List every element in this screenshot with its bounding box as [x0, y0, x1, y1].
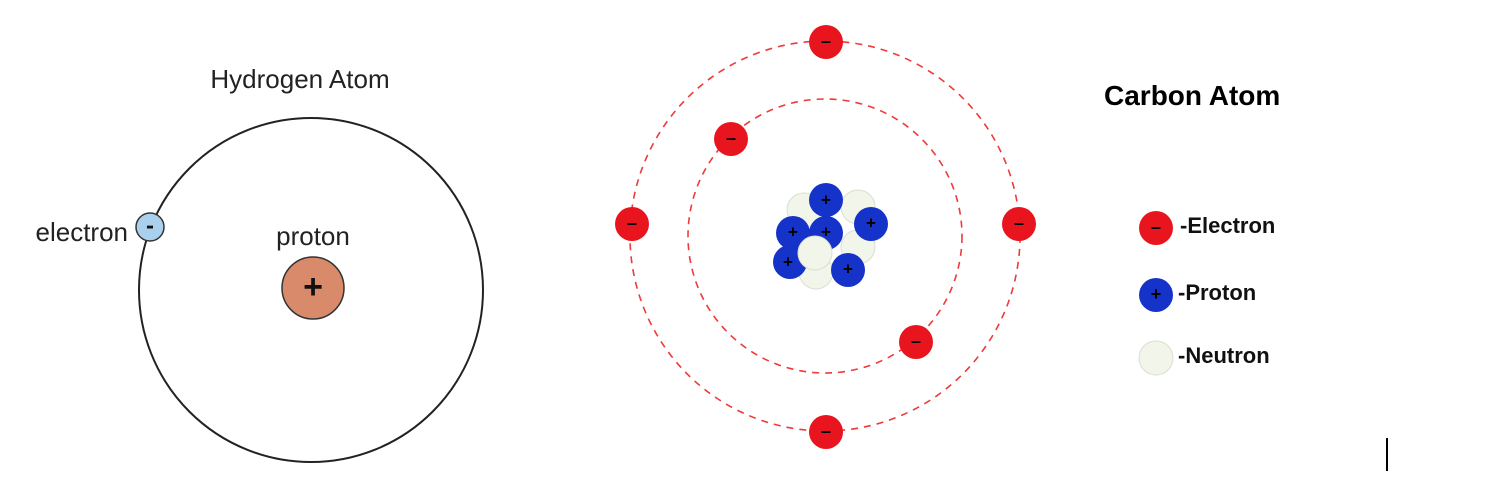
hydrogen-electron-circle [135, 212, 165, 242]
legend-neutron-label: -Neutron [1178, 343, 1270, 368]
carbon-electron: – [714, 122, 748, 156]
proton: + [831, 253, 865, 287]
carbon-electron: – [1002, 207, 1036, 241]
hydrogen-electron-sign: - [146, 213, 154, 240]
legend-item-electron: – -Electron [1139, 211, 1275, 245]
carbon-nucleus: + + + + + + [773, 183, 888, 290]
electron-sign: – [821, 421, 831, 441]
proton-sign: + [783, 253, 793, 272]
carbon-atom: + + + + + + [615, 25, 1280, 449]
proton-circle [809, 183, 843, 217]
legend-electron-label: -Electron [1180, 213, 1275, 238]
legend-item-proton: + -Proton [1139, 278, 1256, 312]
carbon-inner-orbit [687, 98, 963, 374]
electron-circle [615, 207, 649, 241]
text-cursor [1386, 438, 1388, 471]
carbon-electron: – [809, 415, 843, 449]
legend-electron-swatch [1139, 211, 1173, 245]
legend-proton-label: -Proton [1178, 280, 1256, 305]
proton-sign: + [821, 223, 831, 242]
legend: – -Electron + -Proton -Neutron [1138, 211, 1275, 376]
proton-label: proton [276, 221, 350, 251]
proton: + [809, 183, 843, 217]
electron-sign: – [627, 213, 637, 233]
legend-electron-sign: – [1151, 217, 1161, 237]
proton: + [854, 207, 888, 241]
legend-neutron-swatch [1138, 340, 1174, 376]
proton-sign: + [821, 191, 831, 210]
electron-sign: – [821, 31, 831, 51]
electron-sign: – [726, 128, 736, 148]
electron-sign: – [911, 331, 921, 351]
electron-label: electron [36, 217, 129, 247]
hydrogen-atom: Hydrogen Atom - electron proton + [36, 64, 484, 463]
electron-circle [714, 122, 748, 156]
hydrogen-orbit [138, 117, 484, 463]
carbon-electron: – [899, 325, 933, 359]
legend-proton-sign: + [1151, 284, 1162, 304]
hydrogen-proton-circle [281, 256, 345, 320]
proton-sign: + [788, 223, 798, 242]
legend-proton-swatch [1139, 278, 1173, 312]
proton: + [776, 216, 810, 250]
proton-sign: + [866, 214, 876, 233]
electron-sign: – [1014, 213, 1024, 233]
proton-sign: + [843, 260, 853, 279]
hydrogen-proton: + [281, 256, 345, 320]
hydrogen-title: Hydrogen Atom [210, 64, 389, 94]
carbon-title: Carbon Atom [1104, 80, 1280, 111]
proton-circle [854, 207, 888, 241]
proton-circle [776, 216, 810, 250]
electron-circle [1002, 207, 1036, 241]
proton-circle [831, 253, 865, 287]
carbon-electron: – [809, 25, 843, 59]
electron-circle [809, 415, 843, 449]
hydrogen-proton-sign: + [303, 268, 323, 306]
neutron [797, 235, 833, 271]
carbon-electron: – [615, 207, 649, 241]
legend-item-neutron: -Neutron [1138, 340, 1270, 376]
hydrogen-electron: - [135, 212, 165, 242]
electron-circle [809, 25, 843, 59]
electron-circle [899, 325, 933, 359]
